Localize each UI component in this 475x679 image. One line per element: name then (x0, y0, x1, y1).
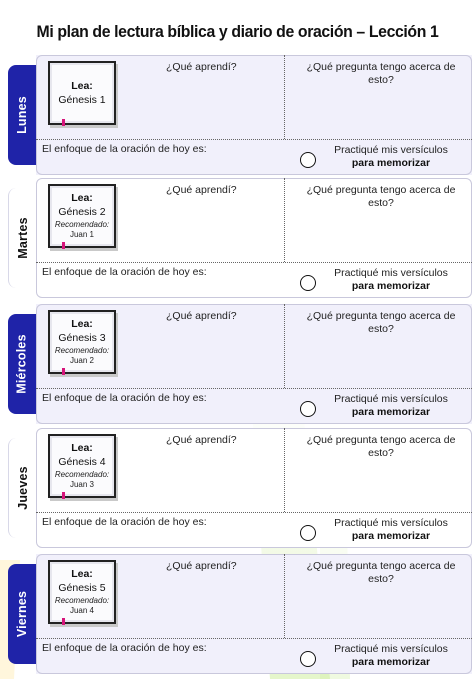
day-tab-jueves: Jueves (8, 438, 36, 538)
book-reading-box: Lea: Génesis 4 Recomendado: Juan 3 (48, 434, 116, 498)
day-row-lunes: Lunes Lea: Génesis 1 ¿Qué aprendí? ¿Qué … (0, 55, 475, 175)
what-i-learned-field[interactable]: ¿Qué aprendí? (166, 310, 237, 322)
day-row-miercoles: Miércoles Lea: Génesis 3 Recomendado: Ju… (0, 304, 475, 424)
recommended-reference: Juan 4 (69, 606, 95, 615)
day-row-martes: Martes Lea: Génesis 2 Recomendado: Juan … (0, 178, 475, 298)
bookmark-ribbon-icon (62, 492, 65, 499)
bookmark-ribbon-icon (62, 119, 65, 126)
bookmark-ribbon-icon (62, 242, 65, 249)
row-divider (36, 638, 472, 639)
prayer-focus-field[interactable]: El enfoque de la oración de hoy es: (42, 392, 207, 404)
memorized-label: Practiqué mis versículos para memorizar (334, 643, 448, 668)
read-label: Lea: (71, 318, 93, 330)
day-label: Jueves (15, 466, 30, 510)
column-divider (284, 554, 285, 638)
reading-reference: Génesis 2 (58, 206, 106, 218)
book-reading-box: Lea: Génesis 5 Recomendado: Juan 4 (48, 560, 116, 624)
column-divider (284, 55, 285, 139)
row-divider (36, 512, 472, 513)
memorized-label: Practiqué mis versículos para memorizar (334, 144, 448, 169)
read-label: Lea: (71, 192, 93, 204)
row-divider (36, 139, 472, 140)
bookmark-ribbon-icon (62, 368, 65, 375)
question-field[interactable]: ¿Qué pregunta tengo acerca de esto? (306, 310, 456, 335)
memorized-checkbox[interactable] (300, 525, 316, 541)
day-label: Miércoles (15, 334, 29, 394)
row-divider (36, 262, 472, 263)
book-reading-box: Lea: Génesis 1 (48, 61, 116, 125)
day-label: Martes (15, 217, 30, 259)
what-i-learned-field[interactable]: ¿Qué aprendí? (166, 61, 237, 73)
memorized-label: Practiqué mis versículos para memorizar (334, 393, 448, 418)
book-reading-box: Lea: Génesis 3 Recomendado: Juan 2 (48, 310, 116, 374)
day-row-viernes: Viernes Lea: Génesis 5 Recomendado: Juan… (0, 554, 475, 674)
memorized-checkbox[interactable] (300, 275, 316, 291)
read-label: Lea: (71, 568, 93, 580)
reading-reference: Génesis 5 (58, 582, 106, 594)
recommended-reference: Juan 2 (69, 356, 95, 365)
day-tab-viernes: Viernes (8, 564, 36, 664)
day-label: Viernes (15, 590, 29, 638)
question-field[interactable]: ¿Qué pregunta tengo acerca de esto? (306, 184, 456, 209)
prayer-focus-field[interactable]: El enfoque de la oración de hoy es: (42, 143, 207, 155)
reading-reference: Génesis 1 (58, 93, 106, 106)
recommended-label: Recomendado: (54, 220, 110, 229)
question-field[interactable]: ¿Qué pregunta tengo acerca de esto? (306, 61, 456, 86)
prayer-focus-field[interactable]: El enfoque de la oración de hoy es: (42, 266, 207, 278)
recommended-reference: Juan 1 (69, 230, 95, 239)
prayer-focus-field[interactable]: El enfoque de la oración de hoy es: (42, 516, 207, 528)
memorized-checkbox[interactable] (300, 651, 316, 667)
what-i-learned-field[interactable]: ¿Qué aprendí? (166, 560, 237, 572)
day-card: Lea: Génesis 4 Recomendado: Juan 3 ¿Qué … (36, 428, 472, 548)
read-label: Lea: (71, 79, 93, 92)
memorized-label: Practiqué mis versículos para memorizar (334, 517, 448, 542)
recommended-label: Recomendado: (54, 470, 110, 479)
reading-reference: Génesis 3 (58, 332, 106, 344)
day-card: Lea: Génesis 2 Recomendado: Juan 1 ¿Qué … (36, 178, 472, 298)
page-title: Mi plan de lectura bíblica y diario de o… (36, 22, 439, 41)
day-label: Lunes (15, 96, 29, 134)
memorized-label: Practiqué mis versículos para memorizar (334, 267, 448, 292)
day-tab-lunes: Lunes (8, 65, 36, 165)
what-i-learned-field[interactable]: ¿Qué aprendí? (166, 184, 237, 196)
column-divider (284, 304, 285, 388)
recommended-label: Recomendado: (54, 346, 110, 355)
question-field[interactable]: ¿Qué pregunta tengo acerca de esto? (306, 434, 456, 459)
question-field[interactable]: ¿Qué pregunta tengo acerca de esto? (306, 560, 456, 585)
day-card: Lea: Génesis 5 Recomendado: Juan 4 ¿Qué … (36, 554, 472, 674)
day-card: Lea: Génesis 1 ¿Qué aprendí? ¿Qué pregun… (36, 55, 472, 175)
column-divider (284, 178, 285, 262)
reading-reference: Génesis 4 (58, 456, 106, 468)
column-divider (284, 428, 285, 512)
recommended-reference: Juan 3 (69, 480, 95, 489)
day-card: Lea: Génesis 3 Recomendado: Juan 2 ¿Qué … (36, 304, 472, 424)
what-i-learned-field[interactable]: ¿Qué aprendí? (166, 434, 237, 446)
day-tab-martes: Martes (8, 188, 36, 288)
book-reading-box: Lea: Génesis 2 Recomendado: Juan 1 (48, 184, 116, 248)
memorized-checkbox[interactable] (300, 401, 316, 417)
row-divider (36, 388, 472, 389)
prayer-focus-field[interactable]: El enfoque de la oración de hoy es: (42, 642, 207, 654)
day-tab-miercoles: Miércoles (8, 314, 36, 414)
recommended-label: Recomendado: (54, 596, 110, 605)
bookmark-ribbon-icon (62, 618, 65, 625)
memorized-checkbox[interactable] (300, 152, 316, 168)
day-row-jueves: Jueves Lea: Génesis 4 Recomendado: Juan … (0, 428, 475, 548)
read-label: Lea: (71, 442, 93, 454)
